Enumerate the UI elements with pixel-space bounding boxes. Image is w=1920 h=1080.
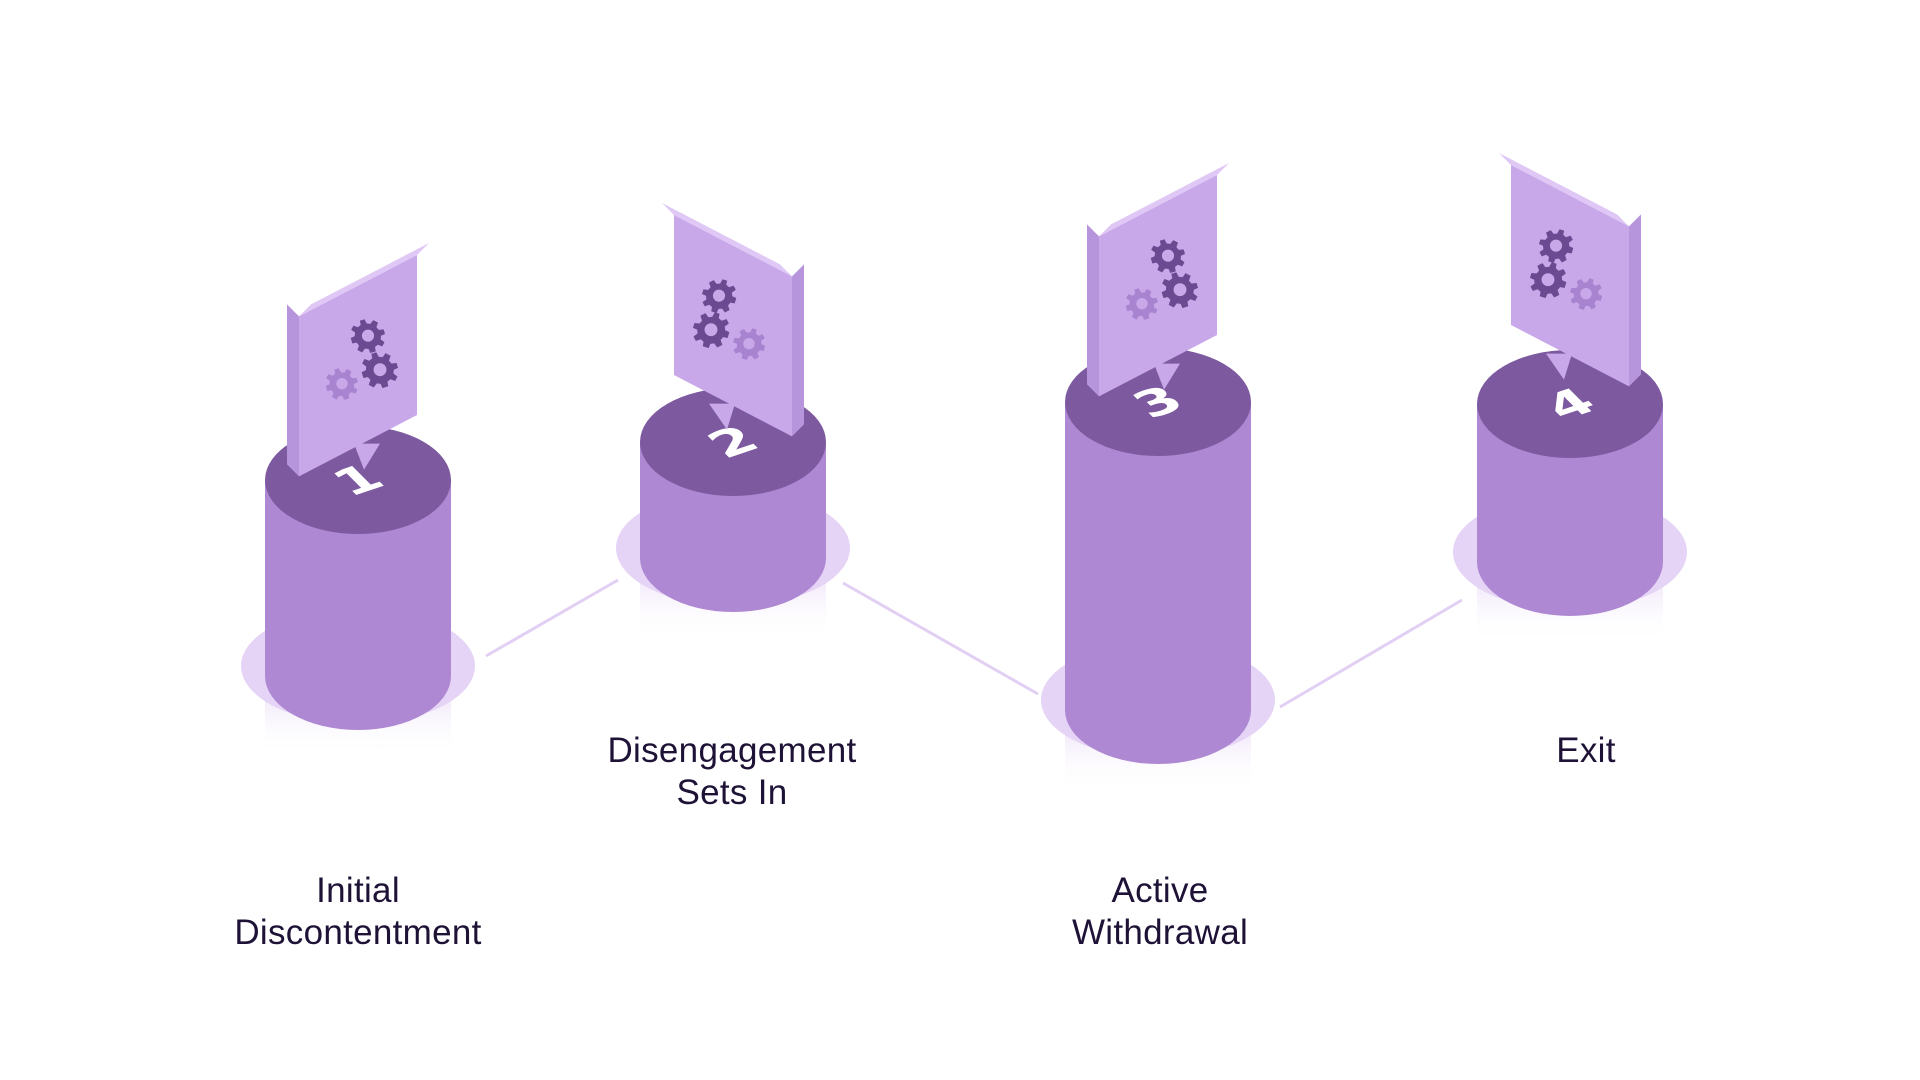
connector-line-2 — [842, 581, 1039, 696]
gears-speech-bubble-icon — [662, 203, 804, 437]
stage-4-label: Exit — [1556, 731, 1616, 770]
bubble-tail — [354, 443, 380, 470]
stage-2-label: Disengagement Sets In — [607, 731, 857, 812]
bubble-tail — [1546, 353, 1572, 380]
bubble-face — [674, 215, 792, 437]
cylinder-body — [1065, 402, 1251, 764]
bubble-top-edge — [1099, 163, 1229, 237]
bubble-face — [299, 255, 417, 477]
cylinder-body — [1477, 404, 1663, 616]
bubble-side-edge — [1629, 214, 1641, 387]
connectors — [485, 578, 1463, 709]
bubble-tail — [1154, 363, 1180, 390]
bubble-top-edge — [662, 203, 792, 277]
stage-1-label: Initial Discontentment — [234, 871, 482, 952]
gears-speech-bubble-icon — [1499, 153, 1641, 387]
bubble-side-edge — [1087, 224, 1099, 397]
stage-3-label: Active Withdrawal — [1071, 871, 1249, 952]
stage-4: 4 — [1453, 153, 1687, 642]
connector-line-3 — [1279, 598, 1463, 709]
gears-speech-bubble-icon — [1087, 163, 1229, 397]
stage-3: 3 — [1041, 163, 1275, 790]
bubble-top-edge — [1499, 153, 1629, 227]
gears-speech-bubble-icon — [287, 243, 429, 477]
bubble-top-edge — [299, 243, 429, 317]
stage-2: 2 — [616, 203, 850, 638]
bubble-face — [1099, 175, 1217, 397]
bubble-side-edge — [287, 304, 299, 477]
bubble-face — [1511, 165, 1629, 387]
bubble-side-edge — [792, 264, 804, 437]
cylinder-body — [265, 480, 451, 730]
connector-line-1 — [485, 578, 619, 658]
stage-1: 1 — [241, 243, 475, 756]
bubble-tail — [709, 403, 735, 430]
